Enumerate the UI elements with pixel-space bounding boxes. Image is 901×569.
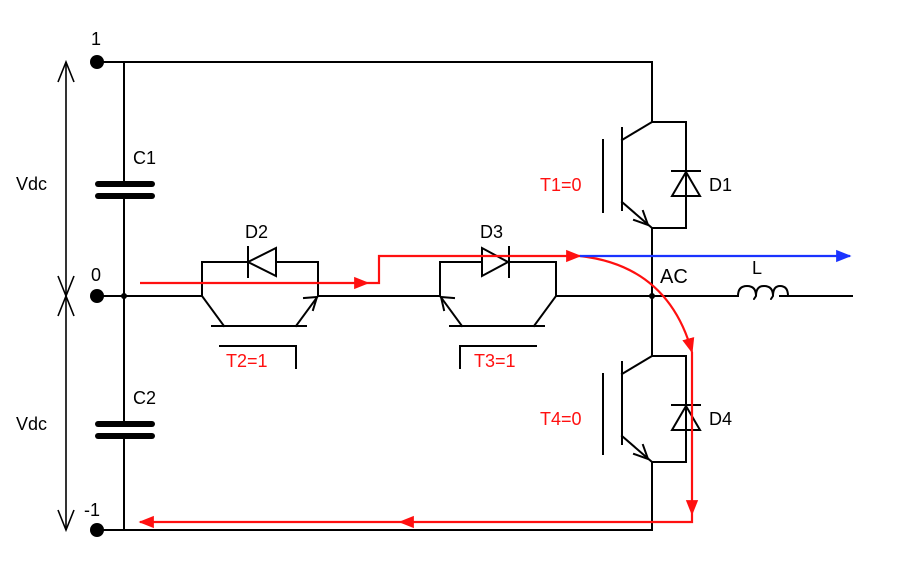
capacitor-c1-label: C1 <box>133 148 156 168</box>
junction-dots <box>90 55 655 537</box>
switch-t1-state: T1=0 <box>540 175 582 195</box>
switch-t2 <box>200 294 320 369</box>
diode-d1 <box>651 121 702 229</box>
dc-bus-wiring <box>96 61 853 531</box>
inductor-l <box>736 284 790 300</box>
node-label-top: 1 <box>91 29 101 49</box>
inductor-l-label: L <box>752 258 762 278</box>
capacitor-c2-label: C2 <box>133 388 156 408</box>
capacitor-c1 <box>95 181 155 199</box>
current-path-arrows <box>138 249 699 529</box>
diode-d2-label: D2 <box>245 222 268 242</box>
diode-d3 <box>439 246 557 297</box>
switch-t2-state: T2=1 <box>226 351 268 371</box>
node-capacitor-midpoint <box>121 293 127 299</box>
capacitor-c2 <box>95 421 155 439</box>
vdc-label-lower: Vdc <box>16 414 47 434</box>
vdc-measure-upper <box>57 59 75 299</box>
switch-t4 <box>602 354 654 464</box>
node-ac-junction <box>649 293 655 299</box>
switch-t1 <box>602 120 654 230</box>
node-bottom-terminal <box>90 523 104 537</box>
diode-d1-label: D1 <box>709 175 732 195</box>
node-label-mid: 0 <box>91 265 101 285</box>
switch-t3-state: T3=1 <box>474 351 516 371</box>
node-label-bottom: -1 <box>84 500 100 520</box>
node-mid-terminal <box>90 289 104 303</box>
diode-d2 <box>201 246 319 297</box>
ac-node-label: AC <box>660 266 688 288</box>
node-top-terminal <box>90 55 104 69</box>
diode-d3-label: D3 <box>480 222 503 242</box>
vdc-measure-lower <box>57 293 75 533</box>
switch-t3 <box>438 294 558 369</box>
switch-t4-state: T4=0 <box>540 409 582 429</box>
diode-d4-label: D4 <box>709 409 732 429</box>
vdc-label-upper: Vdc <box>16 174 47 194</box>
